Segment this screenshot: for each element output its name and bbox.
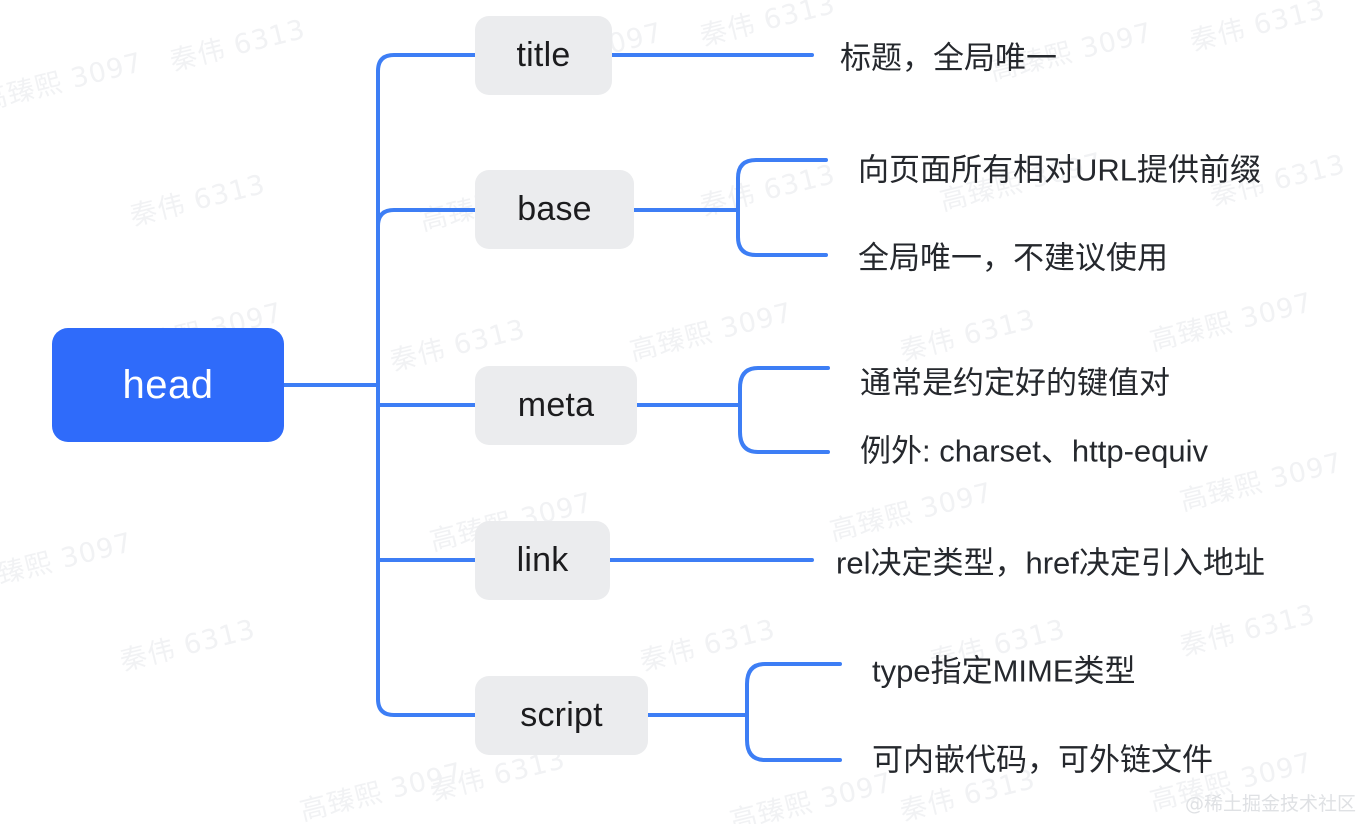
watermark-text: 高臻熙 3097	[0, 47, 146, 118]
link-trunk-title	[376, 53, 479, 73]
leaf-label-title-0: 标题，全局唯一	[840, 40, 1057, 76]
watermark-text: 高臻熙 3097	[626, 297, 796, 368]
leaf-label-script-0: type指定MIME类型	[872, 653, 1136, 689]
watermark-text: 秦伟 6313	[696, 158, 839, 223]
leaf-label-base-0: 向页面所有相对URL提供前缀	[858, 152, 1262, 188]
branch-node-label: meta	[517, 386, 595, 424]
link-script-fork-up	[745, 662, 842, 717]
link-script-fork-down	[745, 713, 842, 762]
leaf-label-meta-0: 通常是约定好的键值对	[860, 365, 1170, 401]
leaf-label-base-1: 全局唯一，不建议使用	[858, 240, 1168, 276]
branch-node-title[interactable]: title	[475, 16, 612, 95]
watermark-text: 秦伟 6313	[166, 13, 309, 78]
attribution-watermark: @稀土掘金技术社区	[1184, 793, 1356, 815]
watermark-text: 高臻熙 3097	[726, 767, 896, 824]
mindmap-root-node[interactable]: head	[52, 328, 284, 442]
root-node-label: head	[122, 362, 214, 407]
watermark-text: 秦伟 6313	[696, 0, 839, 53]
link-base-fork-up	[736, 158, 828, 212]
link-trunk-base	[376, 208, 479, 228]
branch-node-label: title	[516, 36, 571, 74]
link-meta-fork-down	[738, 403, 830, 454]
watermark-text: 秦伟 6313	[1176, 598, 1319, 663]
link-meta-fork-up	[738, 366, 830, 407]
branch-node-script[interactable]: script	[475, 676, 648, 755]
watermark-text: 秦伟 6313	[636, 613, 779, 678]
watermark-text: 秦伟 6313	[126, 168, 269, 233]
watermark-text: 秦伟 6313	[1186, 0, 1329, 58]
leaf-label-link-0: rel决定类型，href决定引入地址	[836, 545, 1265, 581]
branch-node-label: script	[520, 696, 603, 734]
watermark-text: 高臻熙 3097	[296, 757, 466, 824]
branch-node-link[interactable]: link	[475, 521, 610, 600]
link-base-fork-down	[736, 208, 828, 257]
branch-node-meta[interactable]: meta	[475, 366, 637, 445]
leaf-label-meta-1: 例外: charset、http-equiv	[860, 433, 1209, 469]
branch-node-label: link	[516, 541, 569, 579]
watermark-text: 高臻熙 3097	[1146, 287, 1316, 358]
watermark-text: 高臻熙 3097	[0, 527, 136, 598]
branch-node-base[interactable]: base	[475, 170, 634, 249]
link-trunk-script	[376, 697, 479, 717]
branch-node-label: base	[517, 190, 592, 228]
watermark-text: 秦伟 6313	[116, 613, 259, 678]
leaf-label-script-1: 可内嵌代码，可外链文件	[872, 742, 1213, 778]
